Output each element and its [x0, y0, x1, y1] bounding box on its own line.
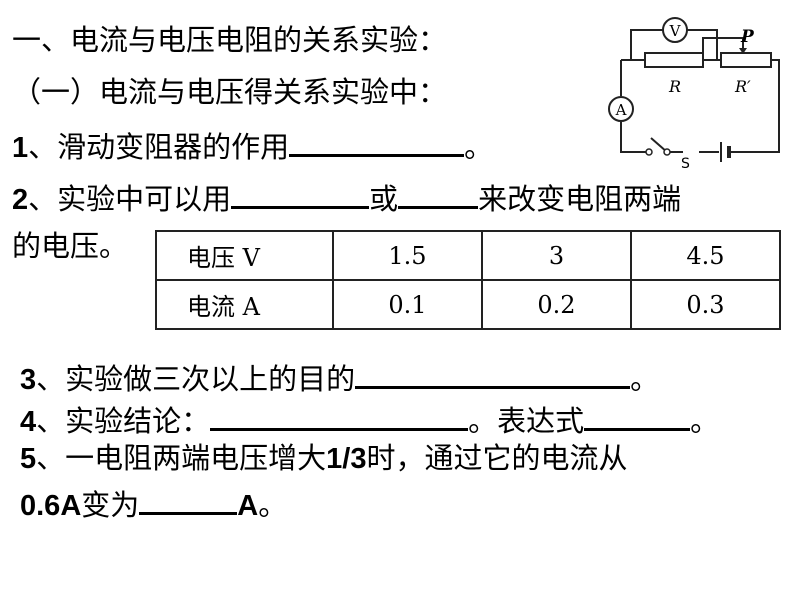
- section-title: 一、电流与电压电阻的关系实验：: [12, 23, 448, 57]
- switch-contact-icon: [645, 148, 653, 156]
- question-number: 3: [20, 364, 37, 396]
- switch-contact-icon: [663, 148, 671, 156]
- question-text: 或: [369, 182, 399, 216]
- question-2-continued: 的电压。: [12, 229, 129, 263]
- answer-blank[interactable]: [355, 356, 631, 389]
- rheostat-icon: [720, 52, 772, 68]
- question-number: 1: [12, 132, 29, 164]
- wire: [731, 59, 780, 153]
- question-text: 来改变电阻两端: [478, 182, 682, 216]
- rheostat-label: R′: [734, 77, 751, 96]
- ammeter-label: A: [615, 101, 627, 119]
- question-5-continued: 0.6A变为 A。: [20, 482, 287, 524]
- punctuation: 。: [258, 488, 288, 522]
- switch-label: S: [681, 156, 690, 172]
- voltmeter-label: V: [669, 22, 682, 40]
- slider-wire: [702, 37, 744, 60]
- table-row: 电压 V 1.5 3 4.5: [155, 230, 781, 281]
- question-number: 5: [20, 443, 37, 475]
- question-text: 、实验结论：: [36, 404, 211, 438]
- current-value: 0.6A: [20, 490, 82, 522]
- question-text: 、实验做三次以上的目的: [36, 362, 356, 396]
- question-2: 2、实验中可以用 或 来改变电阻两端: [12, 176, 681, 218]
- question-text: 、一电阻两端电压增大: [36, 441, 327, 475]
- wire: [620, 122, 647, 153]
- question-text: 变为: [81, 488, 140, 522]
- slider-arrow-icon: [739, 48, 747, 54]
- data-table: 电压 V 1.5 3 4.5 电流 A 0.1 0.2 0.3: [155, 230, 781, 330]
- wire: [687, 29, 718, 60]
- table-cell: 1.5: [332, 230, 483, 281]
- resistor-icon: [644, 52, 704, 68]
- row-header: 电流 A: [155, 279, 334, 330]
- answer-blank[interactable]: [210, 398, 469, 431]
- fraction-value: 1/3: [326, 443, 367, 475]
- circuit-diagram: V A P R R′ S: [608, 17, 780, 172]
- punctuation: 。: [690, 404, 720, 438]
- slider-label: P: [740, 27, 755, 47]
- voltmeter-icon: [662, 17, 688, 43]
- ammeter-icon: [608, 96, 634, 122]
- table-row: 电流 A 0.1 0.2 0.3: [155, 279, 781, 330]
- punctuation: 。: [630, 362, 660, 396]
- table-cell: 0.1: [332, 279, 483, 330]
- question-number: 2: [12, 184, 29, 216]
- wire: [630, 29, 663, 60]
- answer-blank[interactable]: [584, 398, 691, 431]
- table-cell: 4.5: [630, 230, 781, 281]
- question-text: 、实验中可以用: [28, 182, 232, 216]
- question-number: 4: [20, 406, 37, 438]
- question-text: 、滑动变阻器的作用: [28, 130, 290, 164]
- question-5: 5、一电阻两端电压增大1/3时，通过它的电流从: [20, 440, 628, 477]
- question-3: 3、实验做三次以上的目的 。: [20, 356, 659, 398]
- question-1: 1、滑动变阻器的作用 。: [12, 124, 493, 166]
- question-4: 4、实验结论： 。表达式 。: [20, 398, 719, 440]
- answer-blank[interactable]: [139, 482, 238, 515]
- row-header: 电压 V: [155, 230, 334, 281]
- question-text: 。表达式: [468, 404, 585, 438]
- punctuation: 。: [464, 130, 494, 164]
- unit-label: A: [237, 490, 259, 522]
- subsection-title: （一）电流与电压得关系实验中：: [12, 75, 448, 109]
- table-cell: 0.2: [481, 279, 632, 330]
- resistor-label: R: [668, 77, 681, 96]
- answer-blank[interactable]: [231, 176, 370, 209]
- answer-blank[interactable]: [289, 124, 465, 157]
- table-cell: 0.3: [630, 279, 781, 330]
- answer-blank[interactable]: [398, 176, 479, 209]
- question-text: 时，通过它的电流从: [366, 441, 628, 475]
- table-cell: 3: [481, 230, 632, 281]
